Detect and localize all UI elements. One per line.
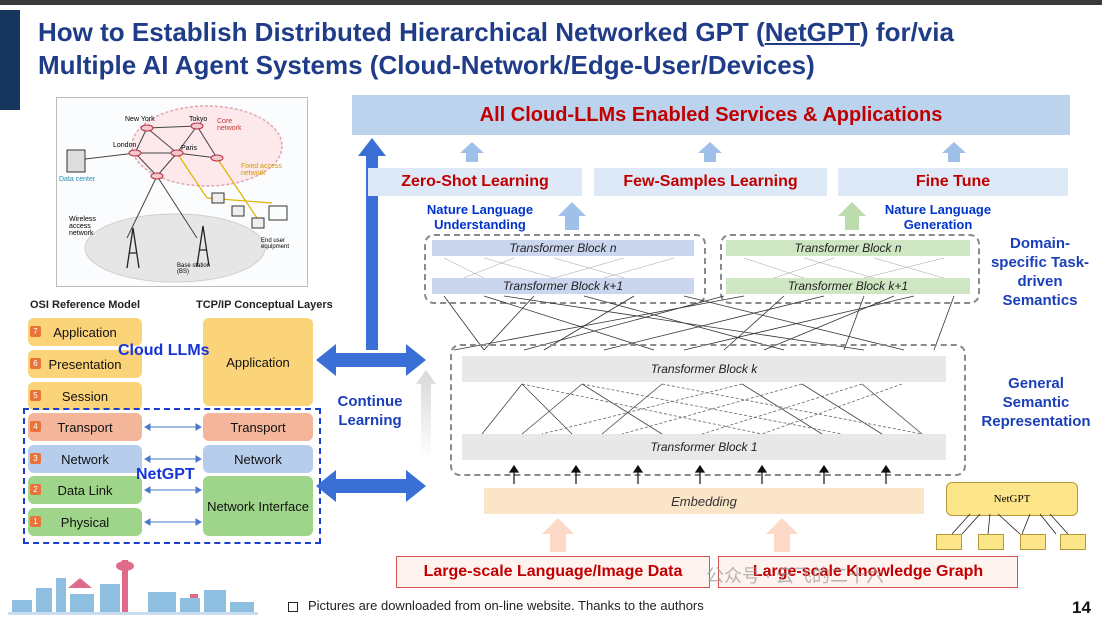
layer-number: 2 [30,484,41,495]
network-topology-figure: New York Tokyo London Paris Core network… [56,97,308,287]
layer-label: Physical [60,514,110,530]
connector-arrows [316,138,436,502]
page-number: 14 [1072,598,1091,617]
language-image-data: Large-scale Language/Image Data [396,556,710,588]
netgpt-leaf-node [1060,534,1086,550]
city-skyline-illustration [8,560,258,615]
tcp-network-interface: Network Interface [203,476,313,536]
top-rule [0,0,1102,5]
netgpt-label: NetGPT [136,466,195,483]
osi-layer-1: 1 Physical [28,508,142,536]
title-netgpt: NetGPT [764,17,861,47]
layer-number: 4 [30,421,41,432]
continue-learning-label: Continue Learning [337,393,403,429]
tcp-application: Application [203,318,313,406]
tblock-k: Transformer Block k [462,356,946,382]
label-new-york: New York [125,116,155,123]
upper-right-transformer-group [720,234,980,304]
transformer-connections-lower [481,383,923,435]
layer-label: Session [61,388,109,404]
netgpt-leaf-node [936,534,962,550]
netgpt-leaf-node [978,534,1004,550]
osi-layer-3: 3 Network [28,445,142,473]
label-fixed-access: Fixed access network [241,163,282,177]
osi-layer-6: 6 Presentation [28,350,142,378]
cloud-llms-label: Cloud LLMs [118,342,210,359]
netgpt-node: NetGPT [946,482,1078,516]
layer-number: 7 [30,326,41,337]
label-data-center: Data center [59,176,96,183]
netgpt-bracket [23,408,321,544]
domain-specific-label: Domain-specific Task-driven Semantics [990,235,1090,309]
watermark-text: 公众号 · 云飞的二十六 [706,566,884,586]
services-banner: All Cloud-LLMs Enabled Services & Applic… [352,95,1070,135]
upper-left-transformer-group [424,234,706,304]
layer-label: Data Link [57,482,113,498]
osi-layer-2: 2 Data Link [28,476,142,504]
few-samples-learning: Few-Samples Learning [594,168,827,196]
tblock-1: Transformer Block 1 [462,434,946,460]
tcp-transport: Transport [203,413,313,441]
title-part2: ) for/via [860,17,954,47]
title-line2: Multiple AI Agent Systems (Cloud-Network… [38,50,815,80]
label-base-station: Base station (BS) [177,263,211,275]
tblock-k1-right: Transformer Block k+1 [726,278,970,294]
osi-layer-7: 7 Application [28,318,142,346]
embedding-up-arrows [508,464,892,484]
transformer-connections-upper [443,257,955,351]
network-topology-drawing [66,105,288,283]
label-paris: Paris [181,145,197,152]
layer-number: 6 [30,358,41,369]
lower-transformer-group [450,344,966,476]
osi-heading: OSI Reference Model [30,299,141,311]
label-tokyo: Tokyo [189,116,208,123]
bullet-square-icon [288,601,298,612]
tcp-network: Network [203,445,313,473]
fine-tune: Fine Tune [838,168,1068,196]
up-arrows-top [460,142,966,162]
osi-layer-5: 5 Session [28,382,142,410]
layer-number: 1 [30,516,41,527]
footer-note: Pictures are downloaded from on-line web… [288,598,704,613]
label-core-network: Core network [217,118,242,132]
title-accent-bar [0,10,20,110]
nlg-label: Nature Language Generation [884,202,992,232]
tblock-k1-left: Transformer Block k+1 [432,278,694,294]
layer-mapping-arrows [144,423,202,526]
layer-label: Network [61,451,109,467]
page-title: How to Establish Distributed Hierarchica… [38,16,1078,82]
nlu-label: Nature Language Understanding [426,202,534,232]
title-part1: How to Establish Distributed Hierarchica… [38,17,765,47]
knowledge-graph-data: Large-scale Knowledge Graph [718,556,1018,588]
layer-number: 5 [30,390,41,401]
tcp-heading: TCP/IP Conceptual Layers [196,299,333,311]
tblock-n-right: Transformer Block n [726,240,970,256]
osi-layer-4: 4 Transport [28,413,142,441]
netgpt-leaf-node [1020,534,1046,550]
label-wireless-access: Wireless access network [69,216,96,237]
zero-shot-learning: Zero-Shot Learning [368,168,582,196]
footer-note-text: Pictures are downloaded from on-line web… [308,598,704,613]
data-up-arrows [542,518,798,552]
label-london: London [113,142,137,149]
netgpt-tree-links [951,513,1069,535]
up-arrows-mid [558,202,866,230]
layer-label: Application [53,324,117,340]
layer-label: Presentation [48,356,122,372]
label-end-user: End user equipment [261,238,290,250]
layer-number: 3 [30,453,41,464]
general-semantic-label: General Semantic Representation [981,375,1091,430]
tblock-n-left: Transformer Block n [432,240,694,256]
embedding-layer: Embedding [484,488,924,514]
layer-label: Transport [57,419,113,435]
